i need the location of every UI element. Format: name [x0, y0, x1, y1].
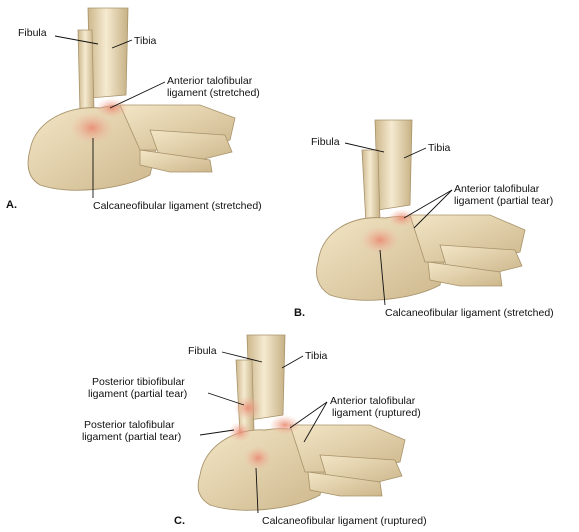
foot-a — [27, 7, 236, 191]
label-a-tibia: Tibia — [134, 35, 157, 47]
label-c-ptfl-tibiofibular-line2: ligament (partial tear) — [88, 388, 188, 400]
label-c-tibia: Tibia — [305, 350, 328, 362]
label-b-atfl-line2: ligament (partial tear) — [454, 195, 554, 207]
panel-letter-a: A. — [6, 199, 17, 211]
label-b-tibia: Tibia — [428, 142, 451, 154]
label-c-ptfl-talofibular-line2: ligament (partial tear) — [82, 431, 182, 443]
label-c-atfl-line1: Anterior talofibular — [330, 395, 416, 407]
label-a-cfl: Calcaneofibular ligament (stretched) — [93, 200, 262, 212]
label-c-cfl: Calcaneofibular ligament (ruptured) — [262, 515, 427, 527]
panel-letter-b: B. — [294, 307, 305, 319]
label-c-atfl-line2: ligament (ruptured) — [332, 407, 421, 419]
panel-letter-c: C. — [174, 515, 185, 527]
label-c-ptfl-tibiofibular-line1: Posterior tibiofibular — [92, 376, 185, 388]
leader-lines — [54, 35, 453, 514]
label-b-fibula: Fibula — [311, 136, 340, 148]
label-a-fibula: Fibula — [18, 27, 47, 39]
foot-c — [197, 334, 406, 511]
label-b-cfl: Calcaneofibular ligament (stretched) — [385, 307, 554, 319]
label-a-atfl-line1: Anterior talofibular — [167, 75, 253, 87]
label-c-ptfl-talofibular-line1: Posterior talofibular — [84, 419, 175, 431]
foot-b — [316, 119, 526, 301]
label-b-atfl-line1: Anterior talofibular — [454, 183, 540, 195]
label-c-fibula: Fibula — [188, 345, 217, 357]
label-a-atfl-line2: ligament (stretched) — [167, 87, 260, 99]
